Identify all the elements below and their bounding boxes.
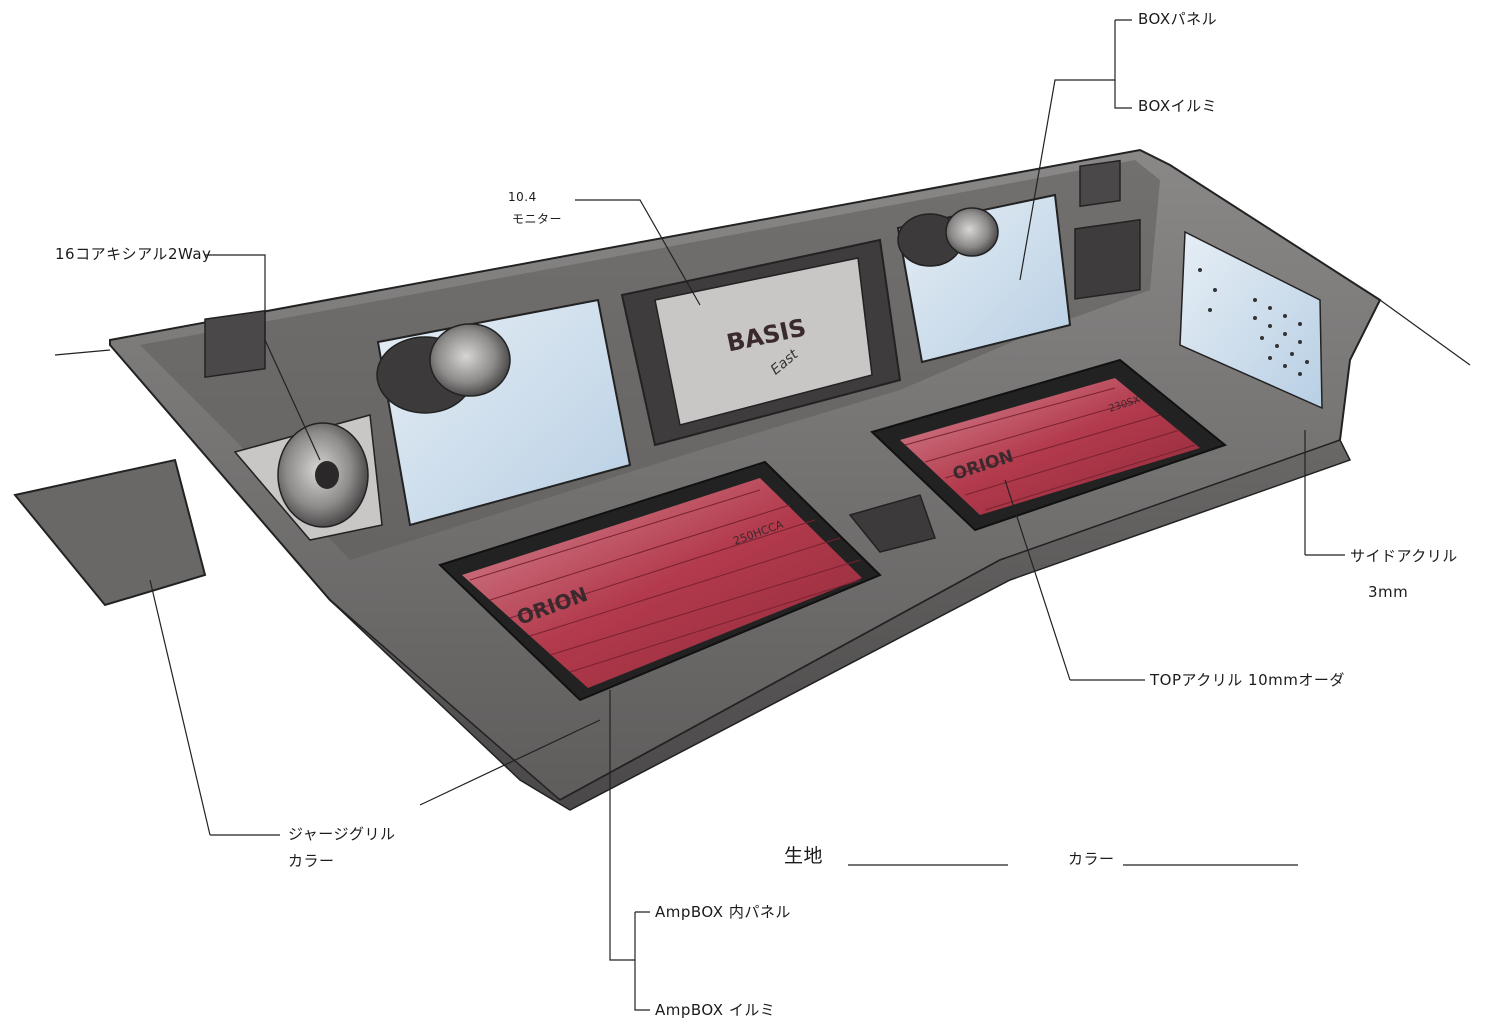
label-color: カラー [1068, 850, 1115, 868]
label-monitor-size: 10.4 [508, 190, 537, 204]
label-side-acrylic-thickness: 3mm [1368, 583, 1409, 601]
label-fabric: 生地 [784, 845, 824, 867]
control-pad [848, 494, 936, 553]
left-amp-window: ORION 250HCCA [438, 460, 882, 702]
label-amp-box-inner-panel: AmpBOX 内パネル [655, 903, 791, 921]
label-jersey-grill: ジャージグリル [288, 825, 396, 843]
jersey-grill-piece [13, 458, 207, 607]
leader-lines [54, 19, 1471, 1011]
side-acrylic-panel [1179, 230, 1323, 410]
left-speaker-box [376, 298, 632, 527]
label-monitor: モニター [512, 212, 563, 226]
right-amp-window: ORION 230SX [870, 358, 1228, 532]
label-jersey-color: カラー [288, 852, 335, 870]
label-box-panel: BOXパネル [1138, 10, 1218, 28]
label-coaxial: 16コアキシアル2Way [55, 245, 212, 263]
coaxial-speaker [233, 414, 383, 541]
right-square [1074, 218, 1141, 300]
label-side-acrylic: サイドアクリル [1350, 547, 1458, 565]
label-top-acrylic: TOPアクリル 10mmオーダ [1150, 671, 1345, 689]
label-box-illumi: BOXイルミ [1138, 97, 1218, 115]
label-amp-box-illumi: AmpBOX イルミ [655, 1001, 776, 1019]
left-tab [204, 309, 266, 379]
right-tab [1079, 159, 1121, 208]
